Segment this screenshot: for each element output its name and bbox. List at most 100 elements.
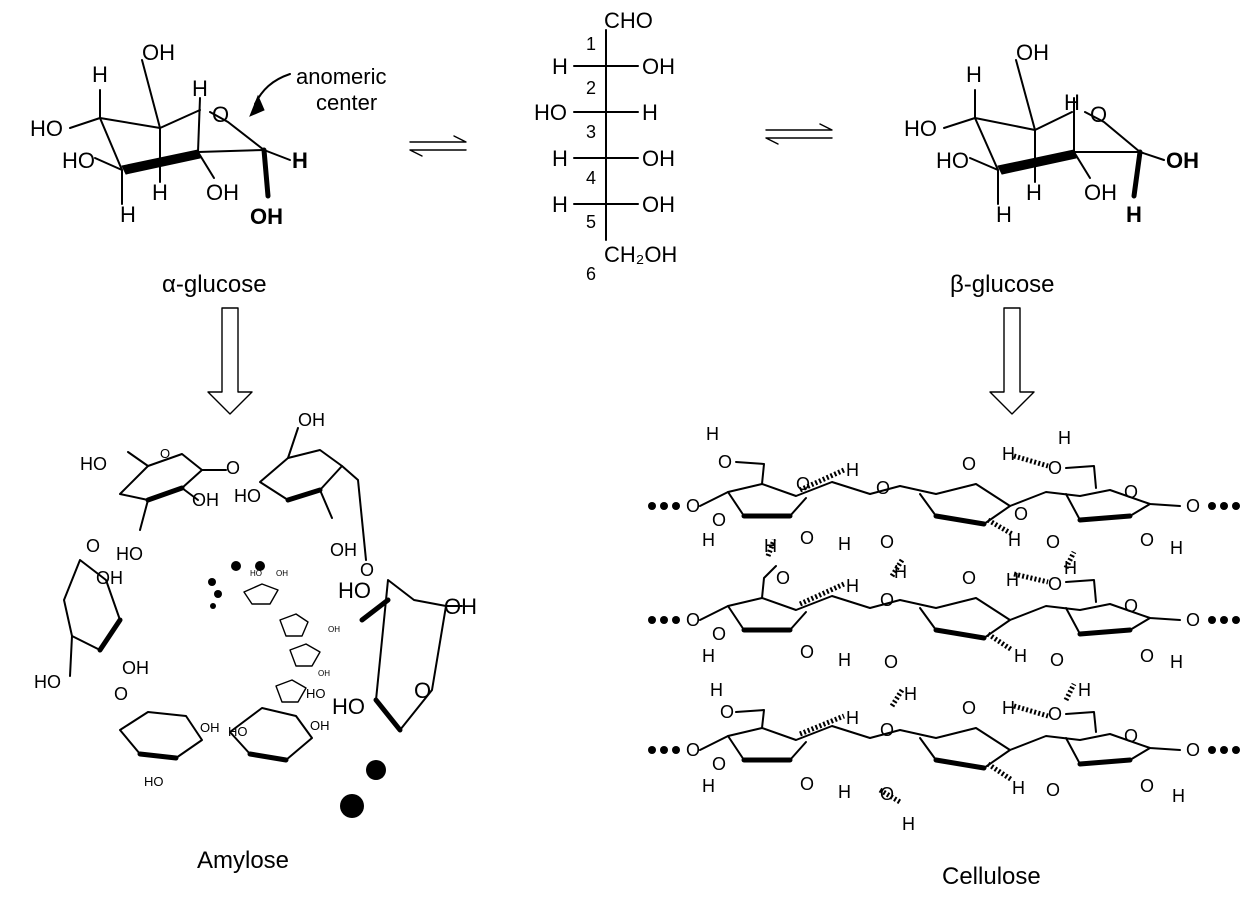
cell-h-1d: H — [1058, 428, 1071, 448]
cell-o-end-1a: O — [686, 496, 700, 516]
beta-glucose-structure: OH H HO HO H H H O OH OH H — [904, 40, 1199, 227]
amylose-dot-1 — [208, 578, 216, 586]
cell-o-1j: O — [880, 532, 894, 552]
cell-h-1g: H — [1008, 530, 1021, 550]
amylose-link-o-4: O — [114, 684, 128, 704]
cell-h-2l: H — [1078, 680, 1091, 700]
alpha-h-c4: H — [92, 62, 108, 87]
fischer-projection: CHO 1 2 3 4 5 6 H OH HO H H OH H OH CH₂O… — [534, 8, 677, 284]
fischer-c5-left: H — [552, 192, 568, 217]
amylose-ho-large: HO — [338, 578, 371, 603]
cell-o-3b: O — [880, 720, 894, 740]
amylose-ho-top: HO — [80, 454, 107, 474]
cell-h-2i: H — [1170, 652, 1183, 672]
cellulose-chain-2 — [648, 539, 1240, 653]
fischer-num-1: 1 — [586, 34, 596, 54]
anomeric-label-1: anomeric — [296, 64, 386, 89]
alpha-anomeric-oh: OH — [250, 204, 283, 229]
cell-h-2k: H — [904, 684, 917, 704]
amylose-ho-d: HO — [144, 774, 164, 789]
cell-o-2j: O — [1140, 646, 1154, 666]
amylose-link-o-3: O — [86, 536, 100, 556]
anomeric-label-2: center — [316, 90, 377, 115]
beta-oh-c2: OH — [1084, 180, 1117, 205]
cell-o-3g: O — [800, 774, 814, 794]
fischer-c3-left: HO — [534, 100, 567, 125]
amylose-oh-large: OH — [444, 594, 477, 619]
fischer-c3-right: H — [642, 100, 658, 125]
cell-o-1l: O — [1140, 530, 1154, 550]
cell-h-3c: H — [1002, 698, 1015, 718]
cell-o-1e: O — [1048, 458, 1062, 478]
amylose-ho-b: HO — [116, 544, 143, 564]
fischer-cho: CHO — [604, 8, 653, 33]
amylose-ho-e: HO — [228, 724, 248, 739]
alpha-ring-o: O — [212, 102, 229, 127]
cell-o-3h: O — [880, 784, 894, 804]
fischer-ch2oh: CH₂OH — [604, 242, 677, 267]
amylose-link-o-2: O — [360, 560, 374, 580]
cell-h-3a: H — [846, 708, 859, 728]
fischer-c5-right: OH — [642, 192, 675, 217]
amylose-helix: O OH HO OH HO HO OH O O O OH OH HO O HO … — [34, 410, 477, 818]
cell-h-3j: H — [1172, 786, 1185, 806]
amylose-ho-f: HO — [306, 686, 326, 701]
alpha-h-c2: H — [152, 180, 168, 205]
cell-o-2h: O — [884, 652, 898, 672]
cell-o-3i: O — [1046, 780, 1060, 800]
cell-o-1a: O — [718, 452, 732, 472]
amylose-ring-o-large: O — [414, 678, 431, 703]
amylose-link-o-1: O — [226, 458, 240, 478]
amylose-tiny-ho-1: HO — [250, 569, 262, 578]
cell-o-end-3a: O — [686, 740, 700, 760]
cell-o-3j: O — [1140, 776, 1154, 796]
fischer-num-5: 5 — [586, 212, 596, 232]
cell-o-2a: O — [776, 568, 790, 588]
amylose-ho-large-2: HO — [332, 694, 365, 719]
cell-o-2b: O — [880, 590, 894, 610]
cell-o-1h: O — [712, 510, 726, 530]
arrow-alpha-to-amylose — [207, 307, 253, 415]
amylose-dot-4 — [231, 561, 241, 571]
cell-h-2b: H — [894, 562, 907, 582]
cell-h-3h: H — [902, 814, 915, 834]
amylose-dot-3 — [210, 603, 216, 609]
amylose-label: Amylose — [197, 847, 289, 874]
beta-h-c4: H — [966, 62, 982, 87]
beta-h-c3: H — [996, 202, 1012, 227]
cellulose-label: Cellulose — [942, 863, 1041, 890]
cell-h-2g: H — [838, 650, 851, 670]
cell-o-1d: O — [962, 454, 976, 474]
fischer-num-6: 6 — [586, 264, 596, 284]
beta-glucose-label: β-glucose — [950, 271, 1055, 298]
cell-h-1h: H — [1170, 538, 1183, 558]
beta-h-c5: H — [1064, 90, 1080, 115]
alpha-h-c3: H — [120, 202, 136, 227]
amylose-oh-f: OH — [310, 718, 330, 733]
cellulose-chain-1 — [648, 453, 1240, 537]
amylose-tiny-oh-2: OH — [328, 625, 340, 634]
amylose-oh-e: OH — [200, 720, 220, 735]
alpha-glucose-label: α-glucose — [162, 271, 267, 298]
beta-ring-o: O — [1090, 102, 1107, 127]
cell-h-2a: H — [846, 576, 859, 596]
alpha-ho-c3: HO — [62, 148, 95, 173]
amylose-oh-b: OH — [330, 540, 357, 560]
amylose-tiny-oh-3: OH — [318, 669, 330, 678]
cell-o-end-1b: O — [1186, 496, 1200, 516]
cell-h-1a: H — [706, 424, 719, 444]
cell-o-3e: O — [1124, 726, 1138, 746]
cell-h-2c: H — [1006, 570, 1019, 590]
cell-o-3f: O — [712, 754, 726, 774]
fischer-c4-right: OH — [642, 146, 675, 171]
cell-h-2j: H — [710, 680, 723, 700]
amylose-oh-top: OH — [298, 410, 325, 430]
cell-h-2e: H — [764, 536, 777, 556]
cell-h-1b: H — [846, 460, 859, 480]
fischer-c4-left: H — [552, 146, 568, 171]
beta-anomeric-h: H — [1126, 202, 1142, 227]
fischer-c2-right: OH — [642, 54, 675, 79]
amylose-tiny-oh-1: OH — [276, 569, 288, 578]
